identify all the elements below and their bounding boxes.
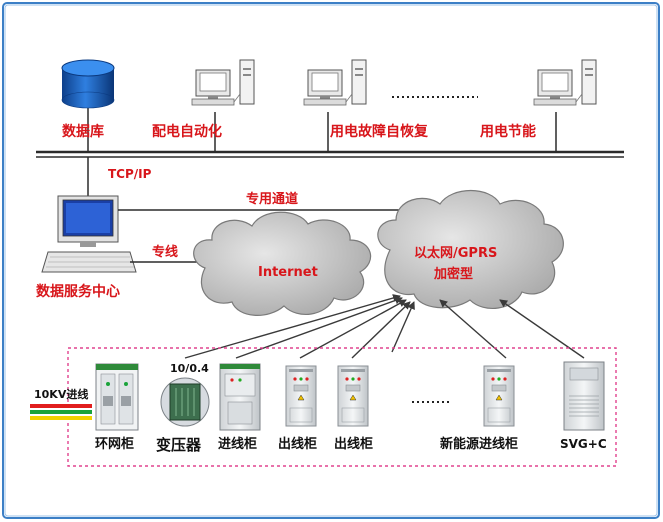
svg-cabinet-icon [563, 361, 605, 431]
label-ethernet-gprs: 以太网/GPRS [414, 245, 497, 261]
uplink-arrows [184, 294, 585, 359]
new-energy-cabinet-icon [483, 365, 515, 427]
ring-main-cabinet-icon [95, 363, 139, 431]
label-database: 数据库 [62, 123, 104, 140]
label-transformer-ratio: 10/0.4 [170, 362, 209, 375]
label-energy-saving: 用电节能 [480, 123, 536, 140]
internet-cloud-icon [193, 211, 372, 316]
outgoing-cabinet-icon [285, 365, 317, 427]
label-outgoing-cabinet-1: 出线柜 [278, 436, 317, 452]
incoming-cable-icon [30, 404, 92, 420]
encrypted-network-cloud-icon [377, 190, 564, 309]
database-icon [61, 59, 115, 109]
label-data-service-center: 数据服务中心 [36, 283, 120, 300]
label-svg-c: SVG+C [560, 437, 607, 451]
incoming-cabinet-icon [219, 363, 261, 431]
label-encrypted: 加密型 [433, 266, 473, 282]
label-dedicated-line: 专线 [152, 244, 178, 260]
transformer-icon [160, 377, 210, 427]
label-internet: Internet [258, 265, 318, 280]
label-fault-recovery: 用电故障自恢复 [330, 123, 429, 140]
server-workstation-icon [41, 195, 137, 273]
label-dedicated-channel: 专用通道 [246, 191, 298, 207]
label-outgoing-cabinet-2: 出线柜 [334, 436, 373, 452]
label-distribution-automation: 配电自动化 [152, 123, 222, 140]
label-tcp-ip: TCP/IP [108, 167, 152, 181]
label-10kv-incoming: 10KV进线 [34, 387, 88, 401]
outgoing-cabinet-icon [337, 365, 369, 427]
label-new-energy-cabinet: 新能源进线柜 [440, 436, 518, 452]
label-incoming-cabinet: 进线柜 [218, 436, 257, 452]
label-ring-main-cabinet: 环网柜 [95, 436, 134, 452]
label-transformer: 变压器 [156, 436, 202, 454]
